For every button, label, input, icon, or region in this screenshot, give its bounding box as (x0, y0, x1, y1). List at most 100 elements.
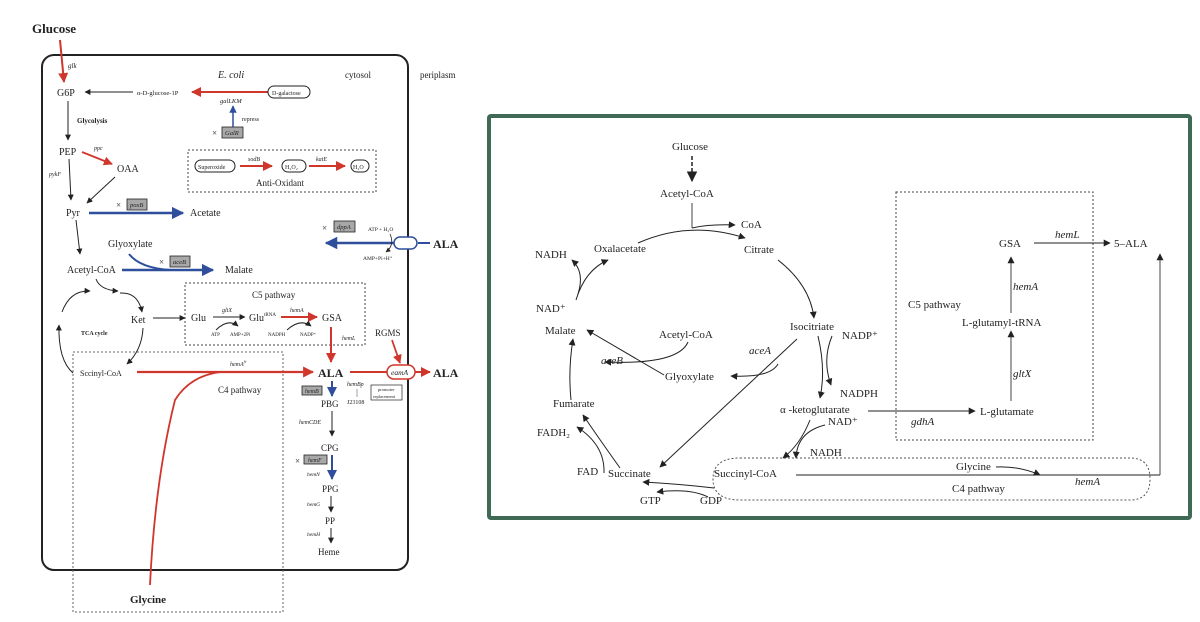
isocitrate-r: Isocitriate (790, 321, 834, 333)
cell-boundary (41, 54, 409, 571)
right-panel-border (487, 114, 1192, 520)
gene-hemN: hemN (307, 472, 320, 478)
acetylcoa-into-aceB (604, 341, 689, 366)
c4-pathway-label-r: C4 pathway (952, 483, 1005, 495)
succinylcoa-to-succinate (642, 478, 715, 489)
nad-r-right: NAD⁺ (828, 416, 858, 428)
dppA-box (333, 220, 356, 233)
nadp-label: NADP⁺ (300, 332, 317, 338)
periplasm-label: periplasm (420, 70, 456, 80)
nad-to-nadh-bottom (792, 424, 826, 459)
gdp-r: GDP (700, 495, 722, 507)
tca-arc-oxalacetate-citrate (637, 229, 746, 244)
succinate-to-fumarate (582, 414, 621, 469)
gene-hemA-c5-r: hemA (1013, 281, 1038, 293)
right-diagram: Glucose Acetyl-CoA CoA Citrate Oxalaceta… (487, 114, 1192, 520)
fumarate-r: Fumarate (553, 398, 595, 410)
glycine-label: Glycine (130, 594, 166, 606)
tca-arc-top (119, 292, 144, 313)
cytosol-label: cytosol (345, 70, 371, 80)
nadph-cofactor-arc (286, 320, 312, 331)
coa-r: CoA (741, 219, 762, 231)
ala-periplasm: ALA (433, 237, 459, 251)
pep: PEP (59, 147, 77, 158)
gene-katE: katE (316, 157, 327, 163)
gene-hemA-c5: hemA (290, 308, 304, 314)
gene-hemH: hemH (307, 532, 321, 538)
nadh-r-top: NADH (535, 249, 567, 261)
alpha-ketoglutarate-r: α -ketoglutarate (780, 404, 850, 416)
tca-arc-left (55, 324, 74, 374)
succinate-r: Succinate (608, 468, 651, 480)
replacement-label: replacement (373, 394, 396, 399)
c5-pathway-box-right (895, 191, 1094, 441)
glucose-r: Glucose (672, 141, 708, 153)
gene-hemL-r: hemL (1055, 229, 1079, 241)
left-diagram: Glucose glk E. coli cytosol periplasm G6… (32, 21, 459, 613)
fadh2-r: FADH₂ (537, 427, 570, 439)
superoxide-label: Superoxide (198, 165, 226, 171)
knockout-x-galR: × (212, 128, 217, 138)
succinyl-coa: Sccinyl-CoA (80, 369, 122, 378)
glu: Glu (191, 313, 206, 324)
c5-pathway-label: C5 pathway (252, 290, 296, 300)
nadp-to-nadph (825, 335, 833, 386)
glyoxylate-r: Glyoxylate (665, 371, 714, 383)
acetylcoa-into-tca (95, 278, 119, 294)
ala-exported: ALA (433, 366, 459, 380)
c4-pathway-capsule (712, 457, 1151, 501)
fad-to-fadh2 (576, 426, 605, 474)
pep-to-pyr (67, 158, 74, 201)
gene-ppc: ppc (93, 146, 103, 152)
nadp-r: NADP⁺ (842, 330, 878, 342)
l-glutamyl-trna-r: L-glutamyl-tRNA (962, 317, 1041, 329)
glucose-label: Glucose (32, 21, 76, 36)
glu-trna: GlutRNA (249, 313, 276, 324)
gene-pykF: pykF (48, 172, 61, 178)
nad-to-nadh-top (571, 259, 581, 295)
gsa-r: GSA (999, 238, 1021, 250)
malate-to-oxalacetate (575, 259, 609, 301)
glycine-to-c4-curve (149, 371, 221, 586)
acetate: Acetate (190, 208, 221, 219)
heme: Heme (318, 547, 340, 557)
to-coa-arrow (691, 221, 736, 229)
d-galactose-node (267, 85, 311, 99)
repress-label: repress (242, 117, 260, 123)
pep-to-oaa (81, 151, 113, 166)
nadph-label: NADPH (268, 333, 286, 338)
promoter-replacement-box (370, 384, 403, 401)
c5-pathway-label-r: C5 pathway (908, 299, 961, 311)
organism-label: E. coli (217, 70, 244, 81)
gene-gdhA-r: gdhA (911, 416, 935, 428)
succinyl-coa-r: Succinyl-CoA (714, 468, 777, 480)
nadph-r: NADPH (840, 388, 878, 400)
malate: Malate (225, 265, 253, 276)
knockout-x-dppA: × (322, 223, 327, 233)
gene-hemAfr: hemAfr (230, 359, 247, 368)
fad-r: FAD (577, 466, 598, 478)
dppA-transporter (393, 236, 418, 250)
five-ala-r: 5–ALA (1114, 238, 1148, 250)
h2o2-label: H₂O₂ (285, 165, 298, 171)
nad-r-left: NAD⁺ (536, 303, 566, 315)
gene-galLKM: galLKM (220, 98, 242, 105)
hemF-box (303, 454, 328, 465)
acetyl-coa-r-mid: Acetyl-CoA (659, 329, 713, 341)
g6p: G6P (57, 88, 75, 99)
poxB-box (126, 198, 148, 211)
gene-hemL: hemL (342, 336, 356, 342)
gene-aceB: aceB (173, 259, 186, 266)
gene-gltX: gltX (222, 308, 232, 314)
atp-hydrolysis-arc (385, 233, 393, 253)
acetyl-coa-r-top: Acetyl-CoA (660, 188, 714, 200)
glycolysis-label: Glycolysis (77, 117, 108, 125)
gene-eamA: eamA (391, 368, 408, 377)
oaa: OAA (117, 164, 139, 175)
gene-sodB: sodB (248, 157, 260, 163)
ala-cytosol: ALA (318, 366, 344, 380)
gene-aceA-r: aceA (749, 345, 771, 357)
pyr-to-acetylcoa (75, 219, 83, 255)
akg-to-succinylcoa (782, 419, 811, 459)
nadh-r-bottom: NADH (810, 447, 842, 459)
